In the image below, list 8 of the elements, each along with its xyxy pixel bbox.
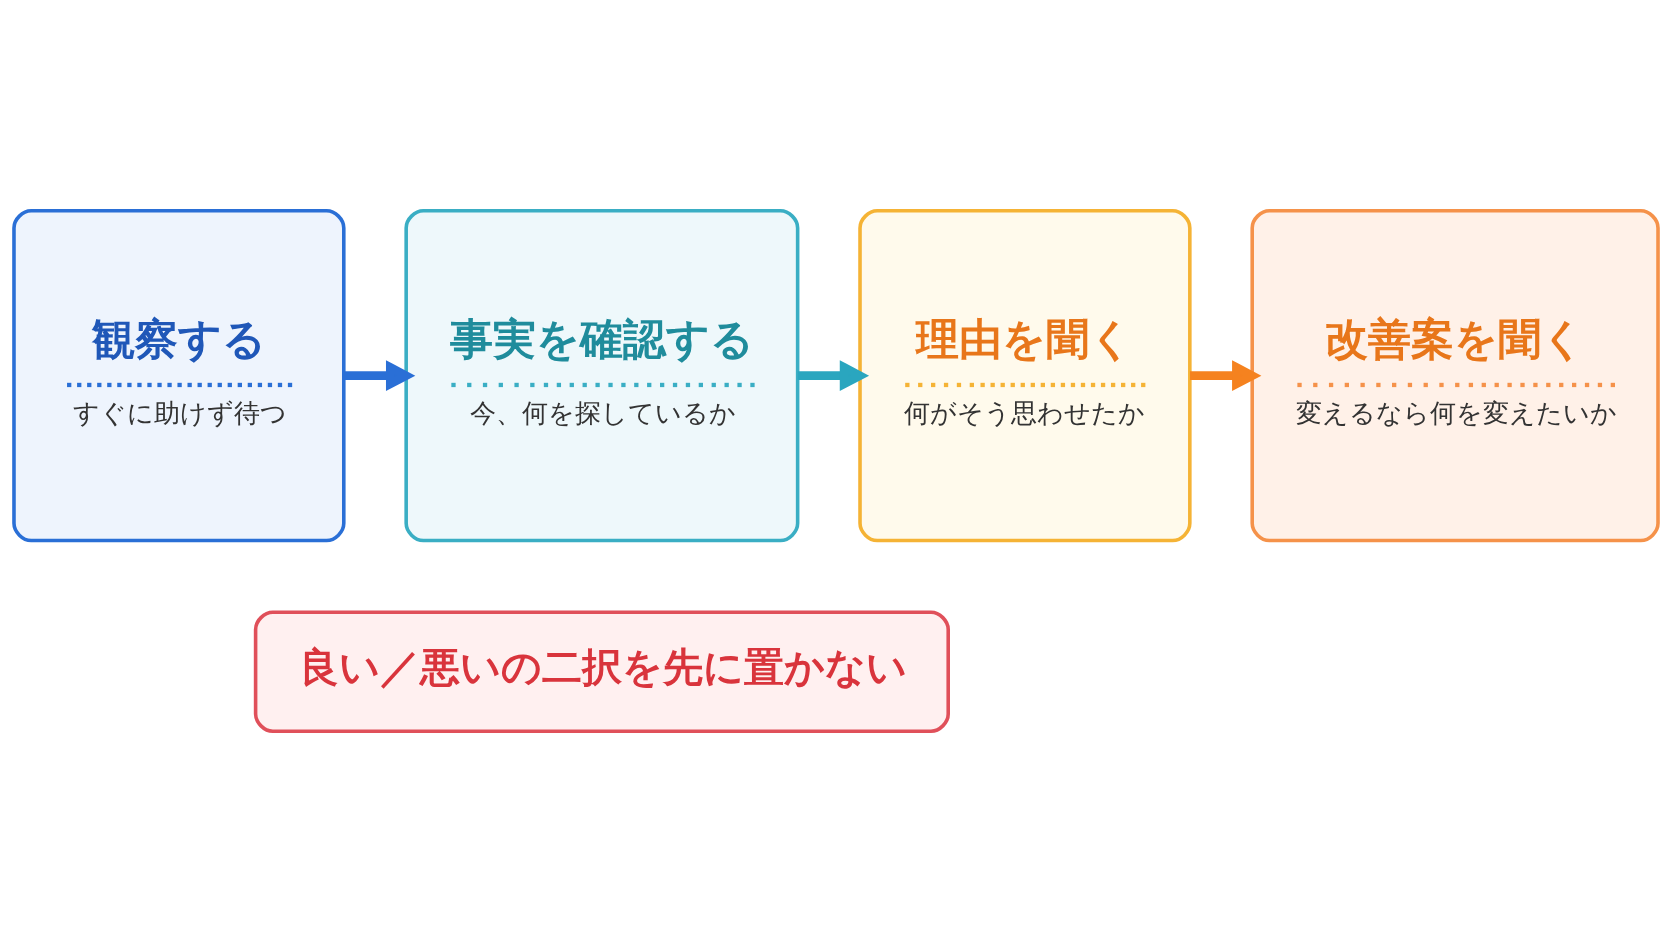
node-box: 良い／悪いの二択を先に置かない [253, 609, 950, 733]
arrow [797, 359, 870, 391]
node-box: 事実を確認する 今、何を探しているか [404, 208, 800, 542]
node-box: 理由を聞く 何がそう思わせたか [858, 208, 1192, 542]
arrow [344, 359, 416, 391]
arrow [1190, 359, 1262, 391]
node-box: 観察する すぐに助けず待つ [12, 208, 346, 542]
node-box: 改善案を聞く 変えるなら何を変えたいか [1250, 208, 1660, 542]
